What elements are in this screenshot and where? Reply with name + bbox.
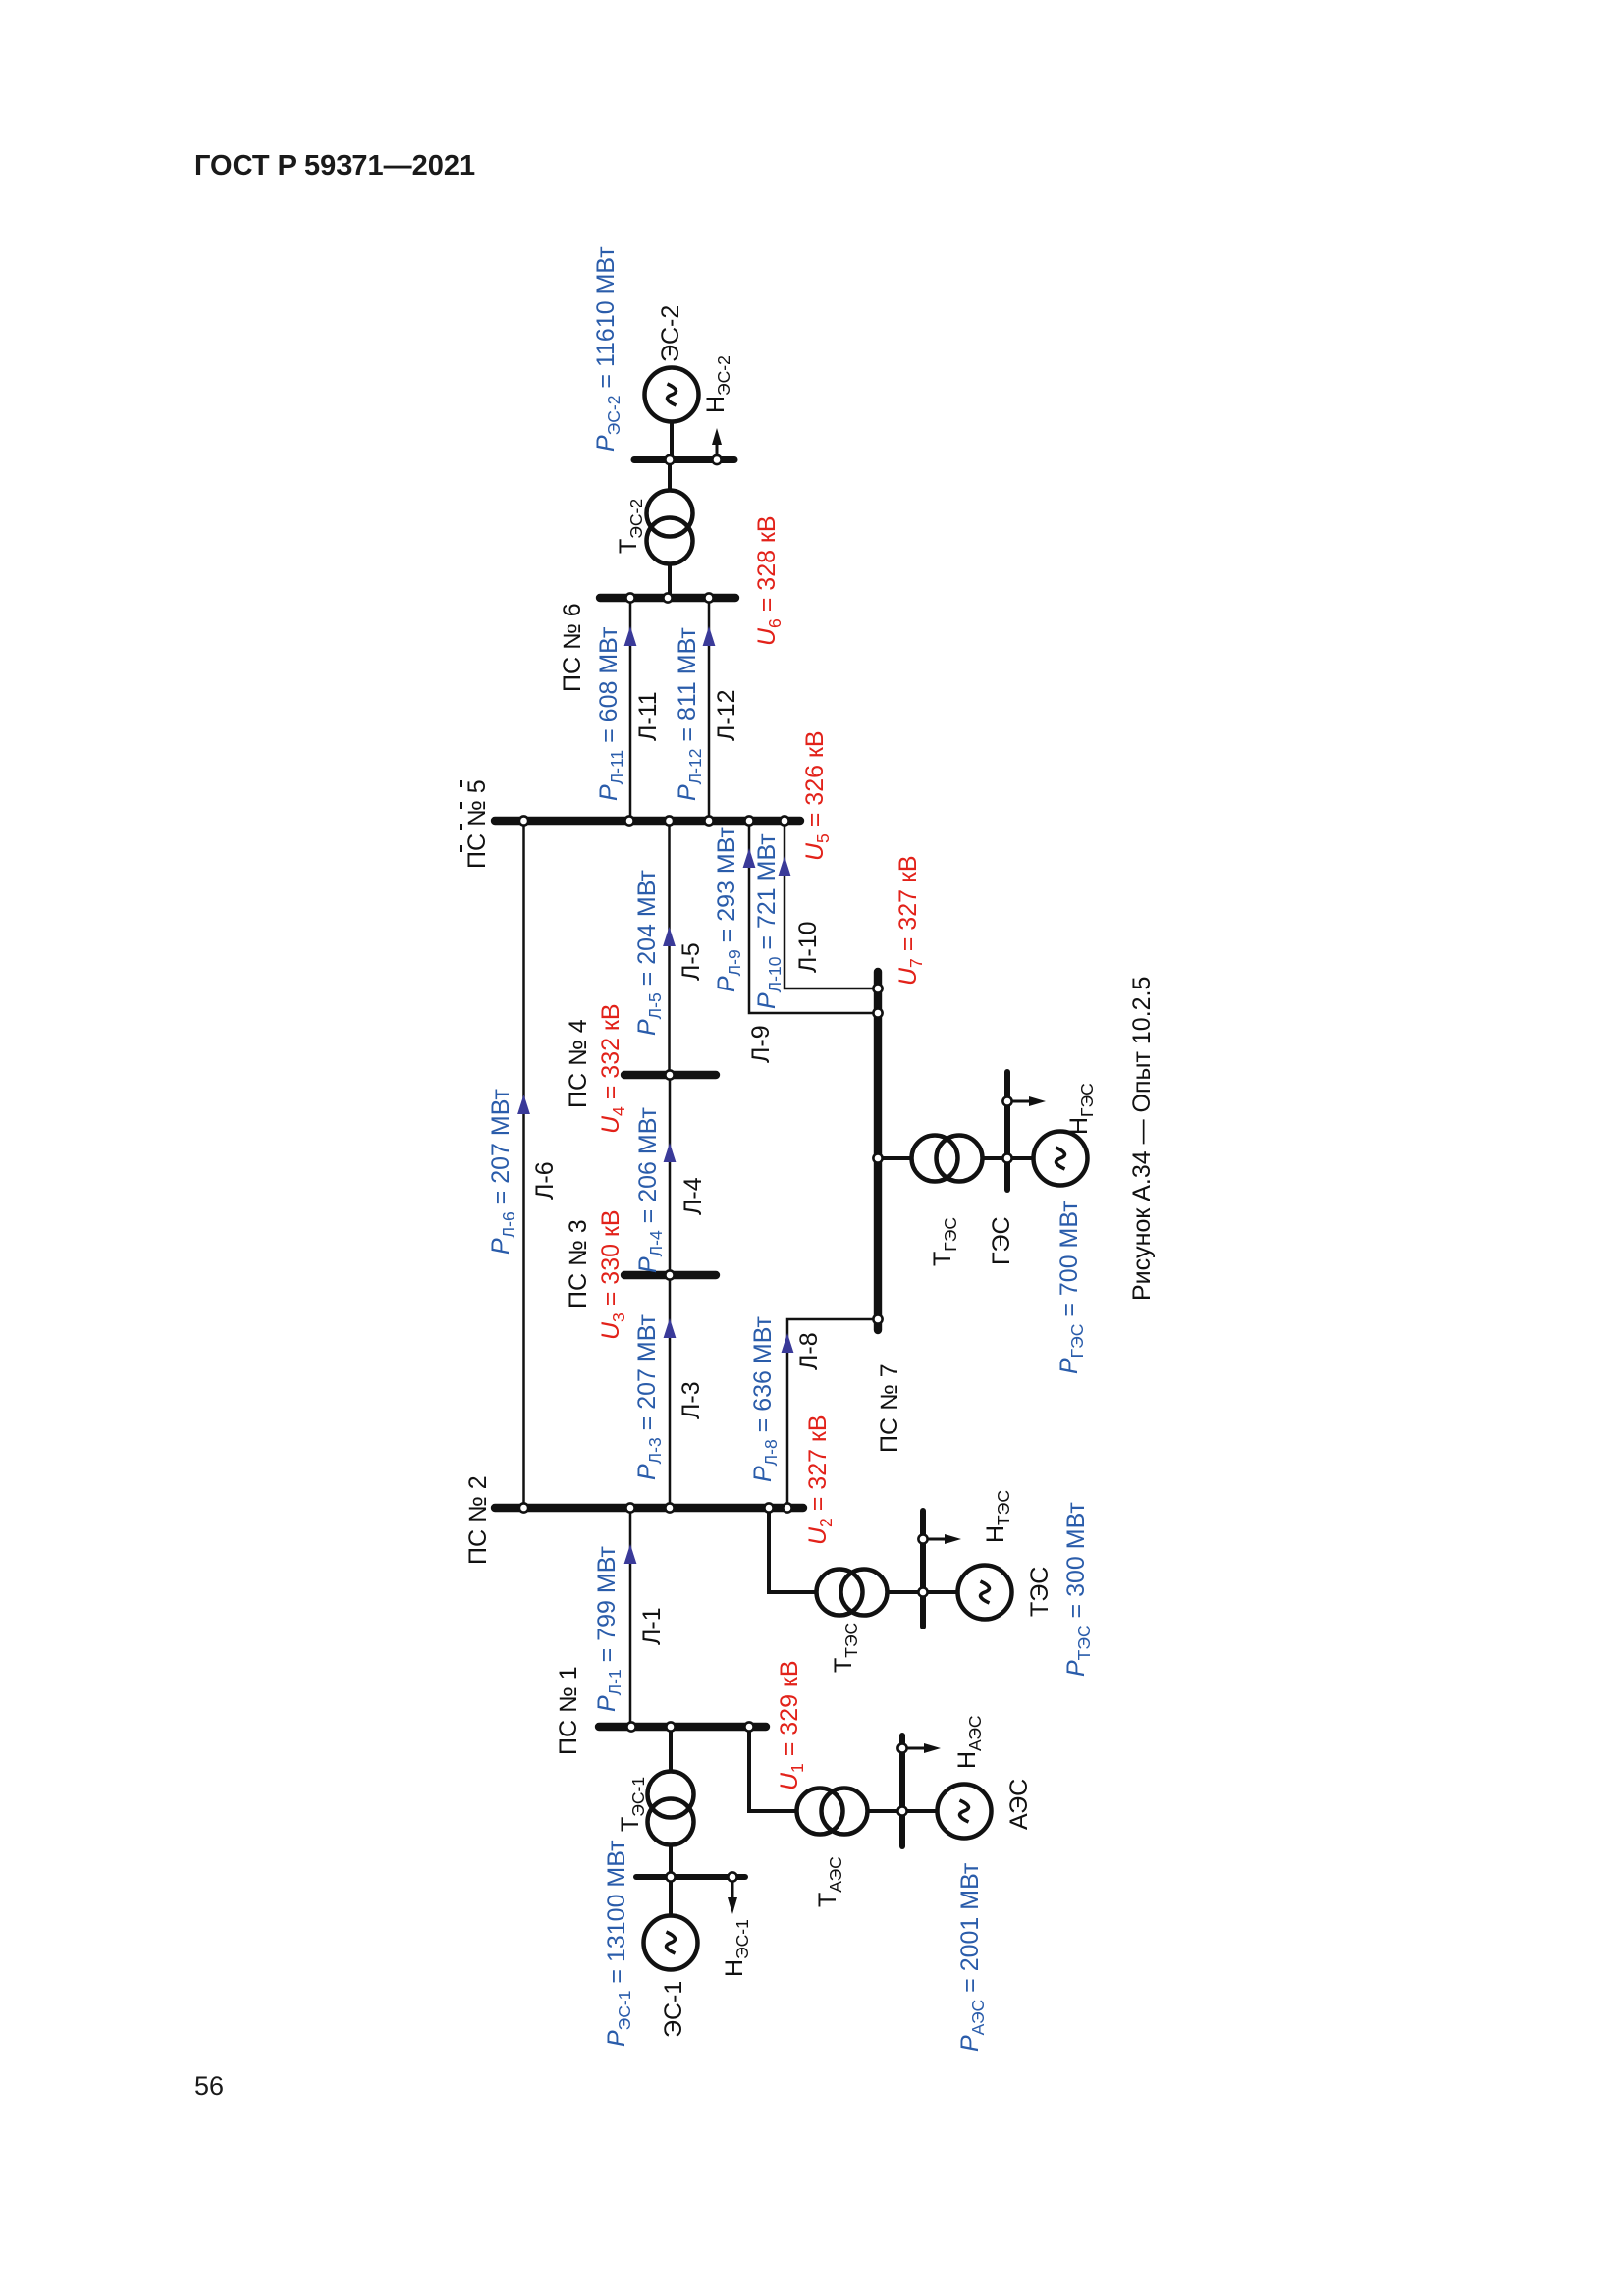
svg-text:НЭС-1: НЭС-1 (721, 1919, 752, 1977)
svg-text:ПС № 7: ПС № 7 (876, 1363, 903, 1453)
svg-text:ПС № 2: ПС № 2 (464, 1475, 492, 1565)
svg-text:ТЭС: ТЭС (1026, 1567, 1054, 1617)
svg-text:Л-12: Л-12 (713, 689, 740, 741)
svg-text:РЛ-3 = 207 МВт: РЛ-3 = 207 МВт (633, 1313, 665, 1480)
svg-text:РЛ-4 = 206 МВт: РЛ-4 = 206 МВт (634, 1106, 666, 1273)
svg-text:РЛ-11 = 608 МВт: РЛ-11 = 608 МВт (595, 626, 626, 801)
svg-text:U7 = 327 кВ: U7 = 327 кВ (894, 855, 926, 986)
svg-text:ПС № 6: ПС № 6 (559, 603, 586, 692)
svg-text:Л-4: Л-4 (679, 1177, 707, 1215)
svg-text:ПС № 1: ПС № 1 (555, 1666, 582, 1755)
svg-text:РЛ-12 = 811 МВт: РЛ-12 = 811 МВт (674, 627, 705, 801)
svg-text:РТЭС = 300 МВт: РТЭС = 300 МВт (1062, 1502, 1094, 1677)
svg-text:РЛ-9 = 293 МВт: РЛ-9 = 293 МВт (713, 826, 744, 992)
svg-text:ЭС-2: ЭС-2 (657, 305, 684, 362)
svg-text:Л-3: Л-3 (677, 1381, 705, 1419)
svg-text:РГЭС = 700 МВт: РГЭС = 700 МВт (1056, 1201, 1087, 1374)
svg-text:ЭС-1: ЭС-1 (660, 1981, 687, 2038)
svg-text:Л-5: Л-5 (677, 942, 705, 981)
svg-text:ПС № 4: ПС № 4 (565, 1019, 592, 1108)
svg-text:АЭС: АЭС (1005, 1779, 1033, 1830)
svg-text:U5 = 326 кВ: U5 = 326 кВ (801, 730, 833, 861)
svg-text:ТГЭС: ТГЭС (929, 1217, 960, 1266)
svg-text:РЛ-1 = 799 МВт: РЛ-1 = 799 МВт (593, 1545, 624, 1712)
svg-text:ПС № 5: ПС № 5 (463, 779, 491, 869)
svg-text:ТАЭС: ТАЭС (814, 1856, 845, 1907)
svg-text:U4 = 332 кВ: U4 = 332 кВ (597, 1003, 628, 1134)
svg-text:Л-1: Л-1 (638, 1607, 666, 1645)
svg-text:ГЭС: ГЭС (988, 1216, 1015, 1265)
svg-text:ПС № 3: ПС № 3 (565, 1219, 592, 1308)
svg-text:РАЭС = 2001 МВт: РАЭС = 2001 МВт (956, 1862, 988, 2052)
svg-text:НГЭС: НГЭС (1065, 1083, 1097, 1135)
svg-text:НЭС-2: НЭС-2 (702, 355, 733, 413)
svg-text:Рисунок А.34 — Опыт 10.2.5: Рисунок А.34 — Опыт 10.2.5 (1128, 977, 1156, 1301)
svg-text:U1 = 329 кВ: U1 = 329 кВ (776, 1660, 807, 1790)
svg-text:Л-10: Л-10 (794, 921, 822, 973)
svg-text:ТЭС-2: ТЭС-2 (615, 499, 646, 554)
svg-text:РЛ-5 = 204 МВт: РЛ-5 = 204 МВт (633, 869, 665, 1036)
svg-text:ТТЭС: ТТЭС (830, 1623, 861, 1673)
svg-text:РЭС-2 = 11610 МВт: РЭС-2 = 11610 МВт (592, 246, 623, 452)
svg-text:НАЭС: НАЭС (953, 1715, 985, 1769)
svg-text:Л-8: Л-8 (795, 1332, 823, 1370)
svg-text:РЛ-10 = 721 МВт: РЛ-10 = 721 МВт (753, 833, 785, 1009)
svg-text:Л-11: Л-11 (634, 691, 662, 741)
svg-text:U6 = 328 кВ: U6 = 328 кВ (753, 515, 785, 646)
svg-text:РЭС-1 = 13100 МВт: РЭС-1 = 13100 МВт (603, 1840, 634, 2047)
svg-text:U3 = 330 кВ: U3 = 330 кВ (597, 1209, 628, 1340)
svg-text:РЛ-6 = 207 МВт: РЛ-6 = 207 МВт (487, 1088, 518, 1255)
svg-text:Л-6: Л-6 (531, 1161, 559, 1200)
svg-text:НТЭС: НТЭС (982, 1490, 1013, 1543)
svg-text:ТЭС-1: ТЭС-1 (617, 1777, 648, 1832)
svg-text:Л-9: Л-9 (747, 1025, 775, 1063)
svg-text:РЛ-8 = 636 МВт: РЛ-8 = 636 МВт (749, 1315, 781, 1482)
svg-text:U2 = 327 кВ: U2 = 327 кВ (804, 1415, 836, 1545)
